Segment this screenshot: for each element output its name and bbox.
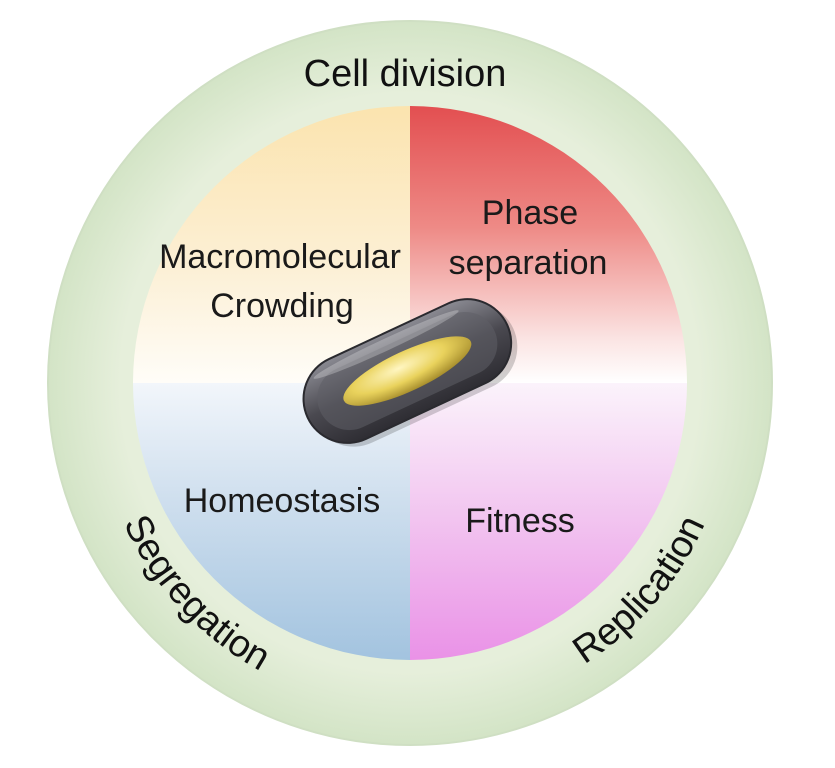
label-homeostasis: Homeostasis: [184, 482, 381, 520]
nucleoid: [343, 336, 472, 406]
label-separation: separation: [449, 244, 608, 282]
cell-highlight: [313, 310, 459, 379]
label-phase: Phase: [482, 194, 578, 232]
label-macromolecular: Macromolecular: [159, 238, 401, 276]
label-fitness: Fitness: [465, 502, 575, 540]
ring-label-cell-division: Cell division: [304, 53, 507, 95]
label-crowding: Crowding: [210, 287, 354, 325]
bacterial-cell: [302, 298, 518, 447]
